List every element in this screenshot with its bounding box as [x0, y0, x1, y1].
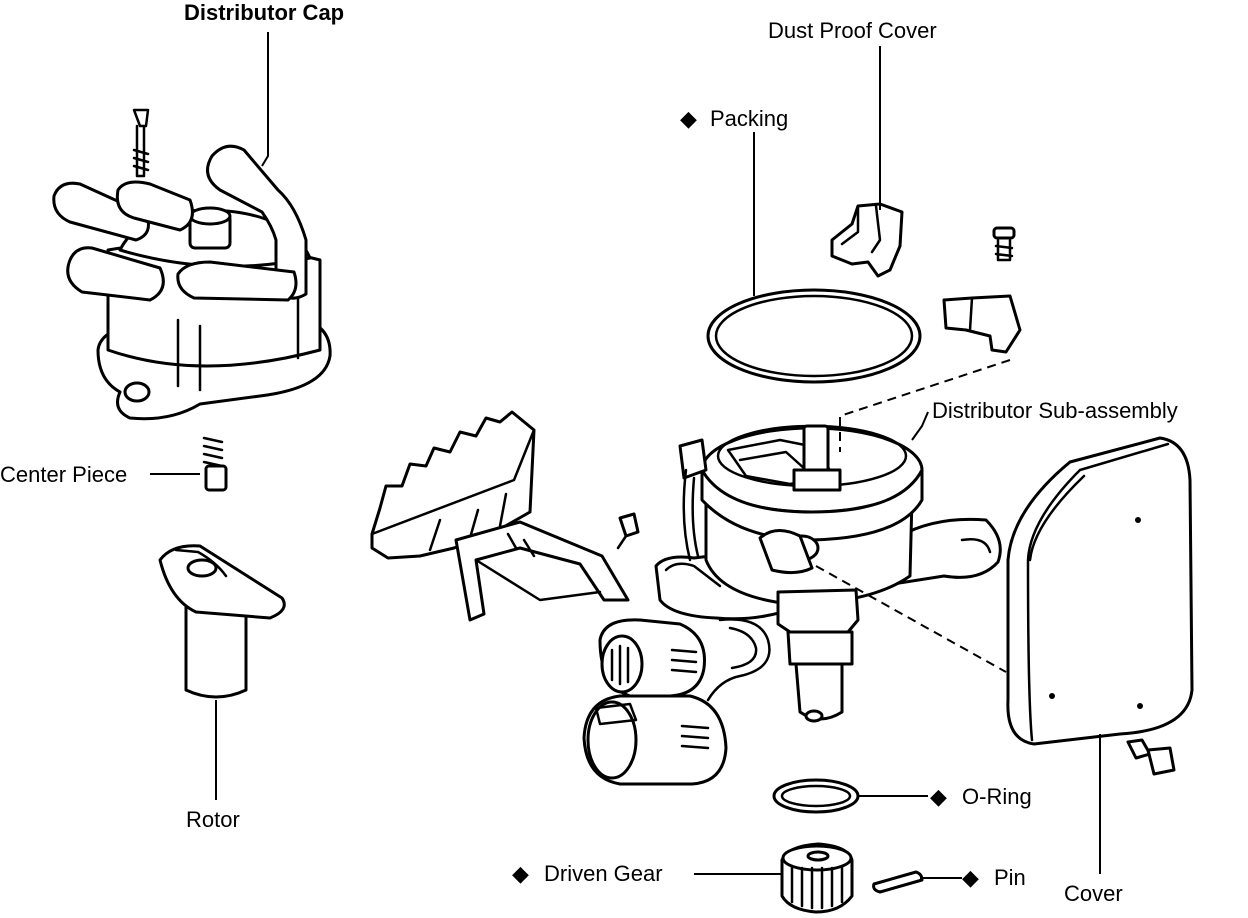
label-pin: Pin	[994, 865, 1026, 890]
label-driven-gear: Driven Gear	[544, 861, 663, 886]
marker-o-ring: ◆	[930, 784, 947, 809]
label-cover: Cover	[1064, 881, 1123, 906]
center-piece	[202, 436, 228, 492]
cover-clip	[942, 294, 1022, 354]
driven-gear	[780, 842, 854, 914]
wire-connectors	[582, 512, 771, 786]
pin	[872, 870, 924, 894]
labels: Distributor Cap Center Piece Rotor Dust …	[0, 0, 1178, 906]
ignition-coil-bracket	[370, 410, 630, 622]
label-distributor-sub-assembly: Distributor Sub-assembly	[932, 398, 1178, 423]
cover	[1006, 436, 1194, 746]
o-ring	[772, 778, 860, 814]
distributor-cap	[52, 108, 332, 421]
dust-proof-cover	[830, 202, 904, 278]
label-distributor-cap: Distributor Cap	[184, 0, 344, 25]
marker-driven-gear: ◆	[512, 861, 529, 886]
packing	[706, 288, 922, 384]
label-packing: Packing	[710, 106, 788, 131]
marker-pin: ◆	[962, 865, 979, 890]
label-o-ring: O-Ring	[962, 784, 1032, 809]
label-rotor: Rotor	[186, 807, 240, 832]
marker-packing: ◆	[680, 106, 697, 131]
label-dust-proof-cover: Dust Proof Cover	[768, 18, 937, 43]
rotor	[158, 544, 286, 699]
cover-screw	[992, 226, 1016, 262]
leader-lines	[150, 32, 1101, 879]
distributor-sub-assembly	[654, 424, 1002, 723]
label-center-piece: Center Piece	[0, 462, 127, 487]
cover-bolt	[1126, 738, 1176, 776]
